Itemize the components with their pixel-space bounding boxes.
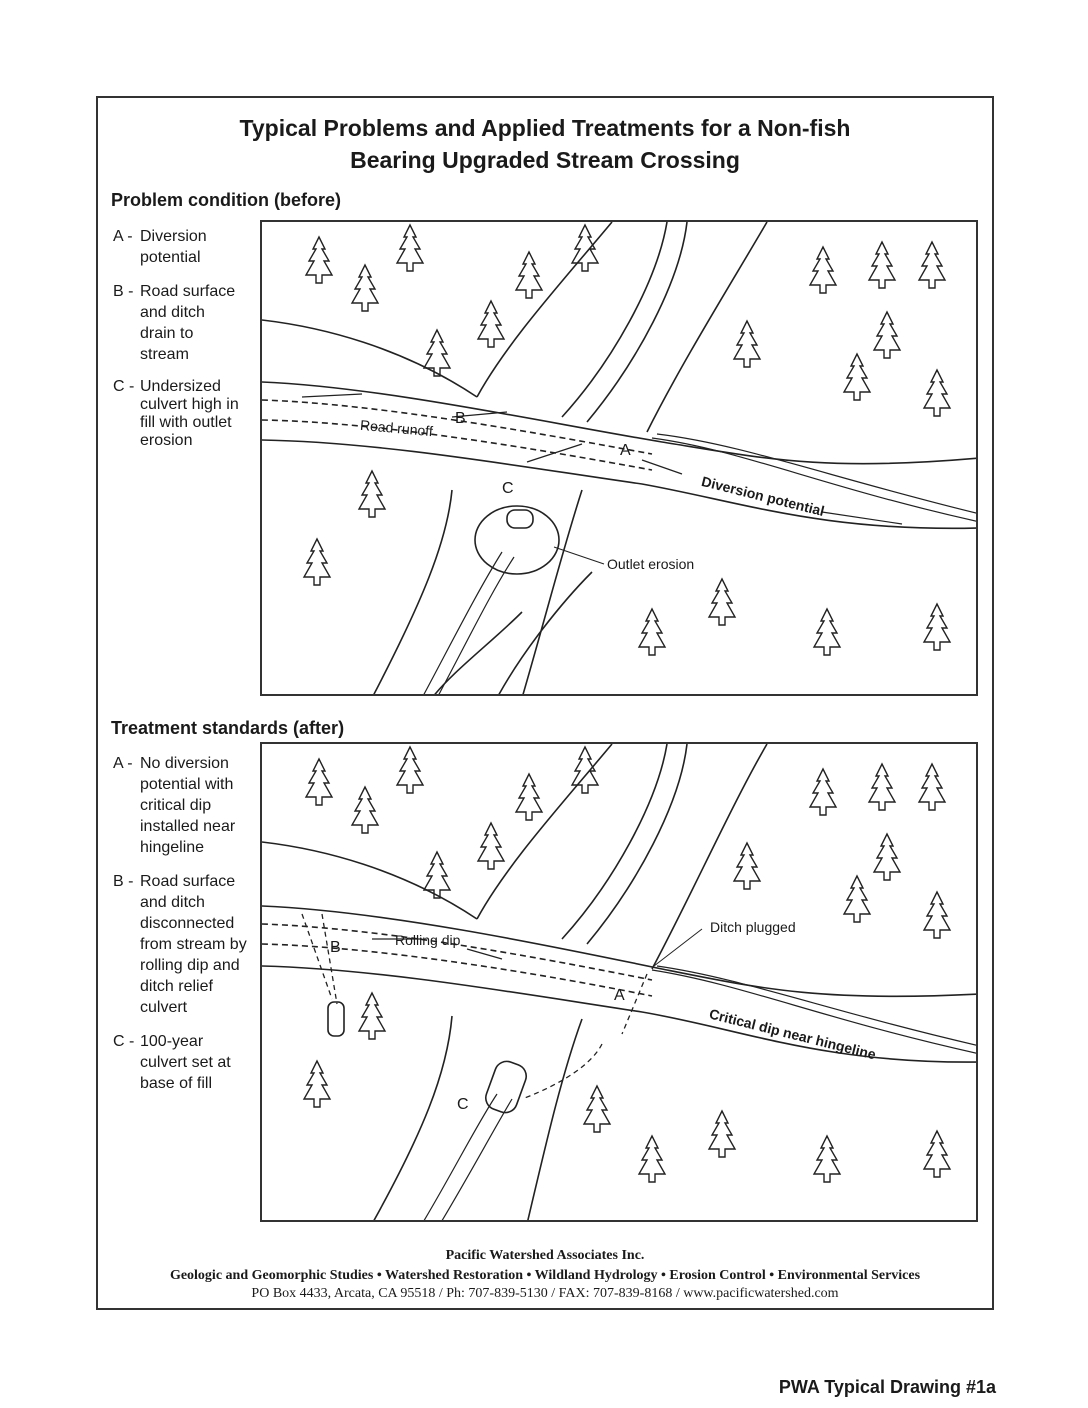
legend-text: Undersized culvert high in fill with out… bbox=[140, 378, 239, 449]
legend-key: C - bbox=[113, 378, 135, 395]
title-line-2: Bearing Upgraded Stream Crossing bbox=[350, 147, 740, 173]
before-heading: Problem condition (before) bbox=[111, 190, 342, 210]
before-legend-c: C - Undersized culvert high in fill with… bbox=[113, 378, 258, 450]
legend-key: A - bbox=[113, 228, 133, 245]
footer-org: Pacific Watershed Associates Inc. bbox=[445, 1248, 645, 1263]
footer-services: Geologic and Geomorphic Studies • Waters… bbox=[169, 1268, 921, 1283]
before-legend-b: B - Road surface and ditch drain to stre… bbox=[113, 281, 258, 365]
legend-key: B - bbox=[113, 283, 134, 300]
label-a: A bbox=[620, 442, 631, 459]
label-b: B bbox=[455, 410, 466, 427]
legend-text: Road surface and ditch drain to stream bbox=[140, 283, 236, 363]
footer-contact: PO Box 4433, Arcata, CA 95518 / Ph: 707-… bbox=[251, 1286, 839, 1301]
label-c: C bbox=[502, 480, 514, 497]
legend-text: 100-year culvert set at base of fill bbox=[140, 1033, 231, 1092]
after-illustration: Rolling dip B A C Ditch plugged Critical… bbox=[260, 742, 978, 1222]
after-legend-b: B - Road surface and ditch disconnected … bbox=[113, 871, 258, 1018]
before-legend: A - Diversion potential B - Road surface… bbox=[113, 226, 258, 463]
legend-key: A - bbox=[113, 755, 133, 772]
after-legend-a: A - No diversion potential with critical… bbox=[113, 753, 258, 858]
after-legend-c: C - 100-year culvert set at base of fill bbox=[113, 1031, 258, 1094]
label-rolling-dip: Rolling dip bbox=[395, 932, 461, 948]
after-legend: A - No diversion potential with critical… bbox=[113, 753, 258, 1107]
page-frame bbox=[96, 96, 994, 1310]
label-ditch-plugged: Ditch plugged bbox=[710, 919, 796, 935]
legend-text: Diversion potential bbox=[140, 228, 207, 266]
page-title: Typical Problems and Applied Treatments … bbox=[96, 112, 994, 176]
label-outlet-erosion: Outlet erosion bbox=[607, 556, 695, 572]
label-a-after: A bbox=[614, 987, 625, 1004]
drawing-id: PWA Typical Drawing #1a bbox=[778, 1377, 996, 1397]
title-line-1: Typical Problems and Applied Treatments … bbox=[239, 115, 851, 141]
legend-key: B - bbox=[113, 873, 134, 890]
legend-text: No diversion potential with critical dip… bbox=[140, 755, 236, 856]
label-c-after: C bbox=[457, 1096, 469, 1113]
label-b-after: B bbox=[330, 939, 341, 956]
legend-key: C - bbox=[113, 1033, 135, 1050]
legend-text: Road surface and ditch disconnected from… bbox=[140, 873, 247, 1016]
before-drawing bbox=[262, 222, 976, 694]
footer: Pacific Watershed Associates Inc. Geolog… bbox=[96, 1248, 994, 1302]
before-legend-a: A - Diversion potential bbox=[113, 226, 258, 268]
after-drawing bbox=[262, 744, 976, 1220]
after-heading: Treatment standards (after) bbox=[111, 718, 345, 738]
before-illustration: Road runoff B A C Diversion potential Ou… bbox=[260, 220, 978, 696]
